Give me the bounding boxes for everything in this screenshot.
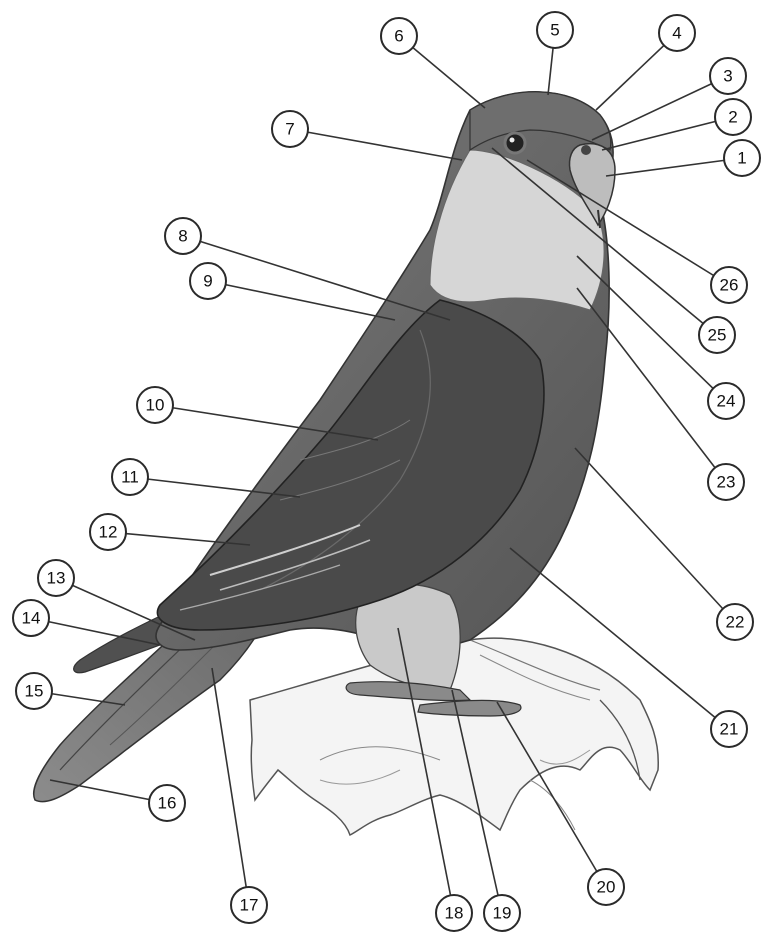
callout-number: 18 <box>445 904 464 923</box>
callout-4: 4 <box>659 15 695 51</box>
callout-number: 15 <box>25 682 44 701</box>
callout-number: 6 <box>394 27 403 46</box>
callout-number: 22 <box>726 613 745 632</box>
callout-number: 12 <box>99 523 118 542</box>
callout-22: 22 <box>717 604 753 640</box>
callout-number: 5 <box>550 21 559 40</box>
callout-14: 14 <box>13 600 49 636</box>
callout-11: 11 <box>112 459 148 495</box>
callout-13: 13 <box>38 560 74 596</box>
callout-number: 7 <box>285 120 294 139</box>
callout-9: 9 <box>190 263 226 299</box>
callout-number: 20 <box>597 878 616 897</box>
leader-line-9 <box>208 281 395 320</box>
callout-number: 10 <box>146 396 165 415</box>
callout-24: 24 <box>708 383 744 419</box>
callout-number: 3 <box>723 67 732 86</box>
callout-number: 24 <box>717 392 736 411</box>
callout-number: 9 <box>203 272 212 291</box>
callout-8: 8 <box>165 218 201 254</box>
callout-18: 18 <box>436 895 472 931</box>
callout-2: 2 <box>715 99 751 135</box>
callout-16: 16 <box>149 785 185 821</box>
callout-number: 19 <box>493 904 512 923</box>
callout-1: 1 <box>724 140 760 176</box>
leader-line-17 <box>212 668 249 905</box>
callout-number: 21 <box>720 720 739 739</box>
leader-line-1 <box>606 158 742 176</box>
leader-line-2 <box>602 117 733 150</box>
callout-26: 26 <box>711 267 747 303</box>
callout-number: 2 <box>728 108 737 127</box>
callout-number: 13 <box>47 569 66 588</box>
callout-19: 19 <box>484 895 520 931</box>
callout-12: 12 <box>90 514 126 550</box>
callout-10: 10 <box>137 387 173 423</box>
callout-number: 11 <box>121 468 139 487</box>
callout-number: 25 <box>708 326 727 345</box>
callout-21: 21 <box>711 711 747 747</box>
callout-number: 14 <box>22 609 41 628</box>
callout-6: 6 <box>381 18 417 54</box>
callout-25: 25 <box>699 317 735 353</box>
callout-7: 7 <box>272 111 308 147</box>
callout-23: 23 <box>708 464 744 500</box>
callout-number: 26 <box>720 276 739 295</box>
callout-number: 4 <box>672 24 681 43</box>
callout-number: 23 <box>717 473 736 492</box>
leader-line-3 <box>592 76 728 140</box>
callout-number: 17 <box>240 896 259 915</box>
callout-15: 15 <box>16 673 52 709</box>
callout-number: 8 <box>178 227 187 246</box>
callout-number: 1 <box>737 149 746 168</box>
callout-20: 20 <box>588 869 624 905</box>
callout-17: 17 <box>231 887 267 923</box>
callout-number: 16 <box>158 794 177 813</box>
callout-5: 5 <box>537 12 573 48</box>
leader-line-7 <box>290 129 462 160</box>
callout-3: 3 <box>710 58 746 94</box>
